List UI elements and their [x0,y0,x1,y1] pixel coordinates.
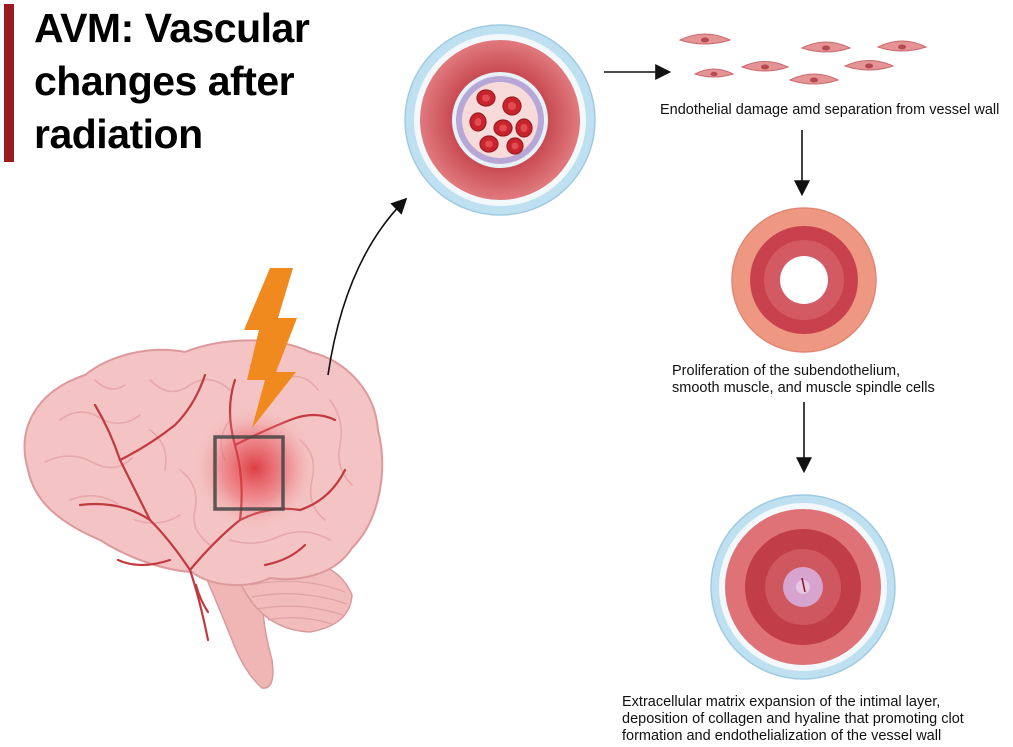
caption-3-line-3: formation and endothelialization of the … [622,728,942,744]
arrow-brain-to-vessel [327,197,408,376]
target-region-box [213,435,285,511]
caption-2-line-2: smooth muscle, and muscle spindle cells [672,380,935,396]
caption-1-line: Endothelial damage amd separation from v… [660,102,1000,118]
caption-ecm-expansion: Extracellular matrix expansion of the in… [622,694,964,745]
endothelial-cells [678,33,928,85]
vessel-proliferation [731,207,877,353]
caption-endothelial-damage: Endothelial damage amd separation from v… [660,102,999,119]
vessel-normal [404,24,596,216]
radiation-hotspot [193,406,317,530]
caption-3-line-1: Extracellular matrix expansion of the in… [622,694,941,710]
title-line-1: AVM: Vascular [34,5,310,51]
title-accent-bar [4,4,14,162]
page-title: AVM: Vascular changes after radiation [34,2,374,161]
caption-2-line-1: Proliferation of the subendothelium, [672,363,901,379]
vessel-ecm-expansion [710,494,896,680]
radiation-lightning-icon [244,268,297,428]
brain-illustration [23,339,384,689]
cerebellum-folds [249,580,348,625]
title-line-2: changes after [34,58,295,104]
title-line-3: radiation [34,111,203,157]
caption-3-line-2: deposition of collagen and hyaline that … [622,711,964,727]
caption-proliferation: Proliferation of the subendothelium, smo… [672,363,935,397]
